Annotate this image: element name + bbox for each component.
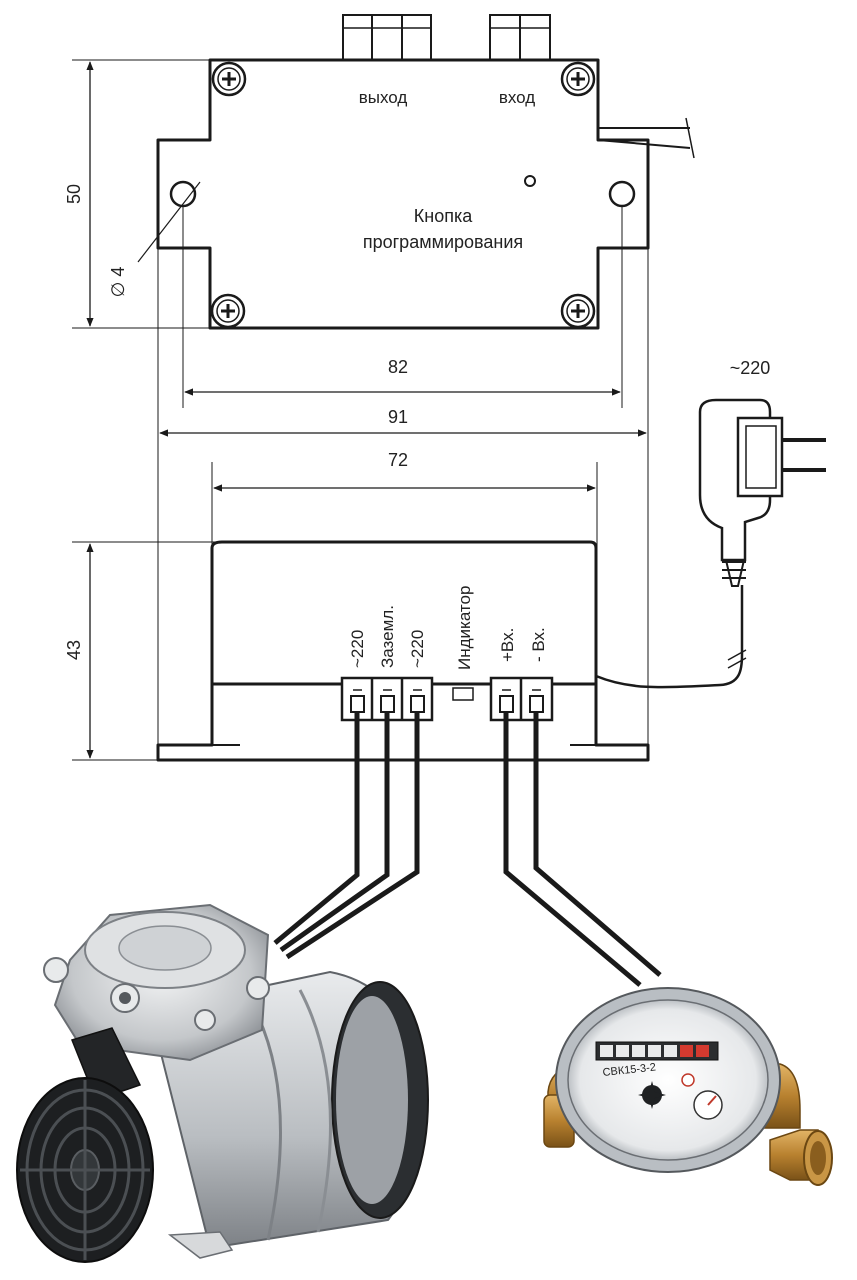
input-minus-label: - Вх. [529,627,548,662]
pump-image [16,903,429,1263]
power-voltage-label: ~220 [730,358,771,378]
dimension-lines: 50 82 91 72 43 [64,59,649,761]
input-plus-label: +Вх. [498,628,517,662]
terminal-label-1: ~220 [348,630,367,668]
input-terminal-block [489,14,551,64]
dim-body-width: 72 [388,450,408,470]
input-terminal-block-side [489,676,554,722]
plug-icon [698,398,826,587]
indicator-led [452,687,474,701]
dim-height-side: 43 [64,640,84,660]
dim-hole-spacing: 82 [388,357,408,377]
hole-diameter-label: ∅ 4 [108,267,128,298]
screw-icon [560,293,596,329]
dim-overall-width: 91 [388,407,408,427]
terminal-label-3: ~220 [408,630,427,668]
output-terminal-block [342,14,432,64]
water-meter-image: СВК15-3-2 [543,987,833,1186]
button-label-line2: программирования [363,232,523,252]
wires [273,712,662,987]
button-label-line1: Кнопка [414,206,473,226]
dim-height-top: 50 [64,184,84,204]
meter-model: СВК15-3-2 [602,1061,656,1079]
indicator-label: Индикатор [455,586,474,670]
screw-icon [210,293,246,329]
input-label: вход [499,88,535,107]
screw-icon [560,61,596,97]
screw-icon [211,61,247,97]
output-label: выход [359,88,408,107]
terminal-label-2: Заземл. [378,605,397,668]
mount-hole-right [608,180,636,208]
program-button [524,175,536,187]
side-view: ~220 Заземл. ~220 Индикатор +Вх. - Вх. [156,540,747,762]
top-view: выход вход Кнопка программирования ∅ 4 [108,14,695,330]
